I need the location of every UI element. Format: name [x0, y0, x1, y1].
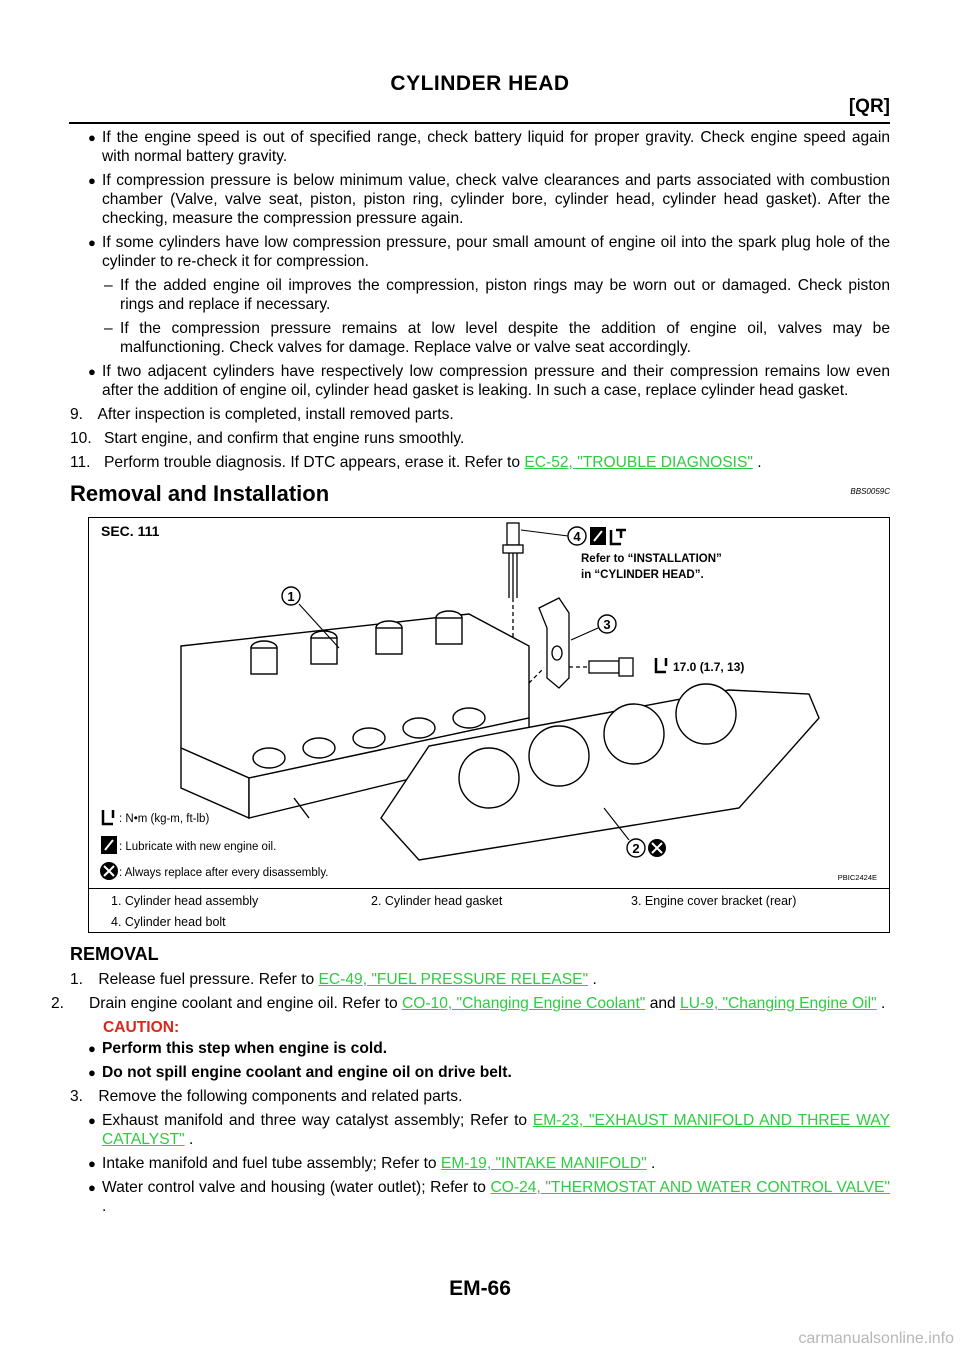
svg-text:2: 2 [632, 841, 639, 856]
svg-text:1: 1 [287, 589, 294, 604]
bullet-icon: ● [88, 1180, 96, 1195]
figure-code: PBIC2424E [838, 873, 877, 882]
dash-icon: – [104, 277, 113, 294]
component-item: ●Intake manifold and fuel tube assembly;… [88, 1155, 656, 1172]
changing-engine-oil-link[interactable]: LU-9, "Changing Engine Oil" [680, 995, 877, 1012]
bullet-icon: ● [88, 1156, 96, 1171]
svg-text:: Always replace after every d: : Always replace after every disassembly… [119, 867, 328, 879]
lubricate-icon [101, 836, 117, 854]
bullet-item: ●If some cylinders have low compression … [88, 234, 890, 270]
header-rule [69, 122, 890, 124]
replace-icon [648, 839, 666, 857]
step-11: 11.Perform trouble diagnosis. If DTC app… [70, 454, 762, 471]
svg-text:: Lubricate with new engine oi: : Lubricate with new engine oil. [119, 841, 276, 853]
callout-1: 1 [281, 586, 340, 649]
bullet-icon: ● [88, 235, 96, 250]
caution-label: CAUTION: [103, 1019, 180, 1036]
intake-manifold-link[interactable]: EM-19, "INTAKE MANIFOLD" [440, 1155, 647, 1172]
torque-spec: 17.0 (1.7, 13) [654, 658, 744, 674]
sec-label: SEC. 111 [101, 523, 160, 539]
svg-text:: N•m (kg-m, ft-lb): : N•m (kg-m, ft-lb) [119, 813, 209, 825]
bullet-icon: ● [88, 1041, 96, 1056]
bullet-icon: ● [88, 364, 96, 379]
replace-icon [100, 862, 118, 880]
bullet-item: ●If the engine speed is out of specified… [88, 129, 890, 165]
step-9: 9. After inspection is completed, instal… [70, 406, 454, 423]
bullet-item: ●If two adjacent cylinders have respecti… [88, 363, 890, 399]
caption-item: 3. Engine cover bracket (rear) [631, 894, 797, 908]
caption-item: 4. Cylinder head bolt [111, 915, 226, 929]
callout-4: 4 Refer to “INSTALLATION” in “CYLINDER H… [520, 526, 722, 581]
figure-captions: 1. Cylinder head assembly 2. Cylinder he… [88, 889, 890, 933]
watermark: carmanualsonline.info [798, 1330, 954, 1347]
main-content: ●If the engine speed is out of specified… [51, 128, 890, 1221]
diagram-svg: SEC. 111 [100, 522, 877, 882]
caution-item: ●Perform this step when engine is cold. [88, 1040, 388, 1057]
cylinder-head-assembly-drawing [180, 610, 530, 820]
trouble-diagnosis-link[interactable]: EC-52, "TROUBLE DIAGNOSIS" [524, 454, 753, 471]
removal-step-3: 3. Remove the following components and r… [70, 1088, 463, 1105]
bullet-icon: ● [88, 173, 96, 188]
svg-text:3: 3 [603, 617, 610, 632]
page-title: CYLINDER HEAD [390, 72, 570, 95]
exhaust-manifold-link[interactable]: EM-23, "EXHAUST MANIFOLD AND THREE WAY C… [102, 1112, 890, 1148]
torque-icon [101, 810, 115, 826]
torque-icon [654, 658, 668, 674]
step-10: 10.Start engine, and confirm that engine… [70, 430, 465, 447]
cylinder-head-gasket-drawing [380, 683, 820, 861]
engine-cover-bracket-drawing [528, 597, 570, 689]
fuel-pressure-release-link[interactable]: EC-49, "FUEL PRESSURE RELEASE" [318, 971, 589, 988]
svg-text:in “CYLINDER HEAD”.: in “CYLINDER HEAD”. [581, 569, 704, 581]
thermostat-link[interactable]: CO-24, "THERMOSTAT AND WATER CONTROL VAL… [490, 1179, 890, 1196]
torque-icon [609, 528, 626, 546]
caption-item: 2. Cylinder head gasket [371, 894, 503, 908]
exploded-diagram: SEC. 111 [88, 517, 890, 889]
svg-text:Refer to “INSTALLATION”: Refer to “INSTALLATION” [581, 553, 722, 565]
caution-item: ●Do not spill engine coolant and engine … [88, 1064, 512, 1081]
component-item: ●Water control valve and housing (water … [88, 1179, 890, 1215]
bullet-icon: ● [88, 1113, 96, 1128]
caption-item: 1. Cylinder head assembly [111, 894, 259, 908]
diagram-legend: : N•m (kg-m, ft-lb) : Lubricate with new… [100, 810, 328, 880]
dash-icon: – [104, 320, 113, 337]
bullet-icon: ● [88, 1065, 96, 1080]
section-code-id: BBS0059C [850, 487, 890, 496]
lubricate-icon [590, 527, 606, 545]
bullet-icon: ● [88, 130, 96, 145]
page-number: EM-66 [449, 1277, 511, 1300]
svg-text:4: 4 [573, 529, 581, 544]
callout-3: 3 [570, 614, 617, 641]
component-item: ●Exhaust manifold and three way catalyst… [88, 1112, 890, 1148]
dash-item: –If the added engine oil improves the co… [104, 277, 890, 313]
callout-2: 2 [603, 807, 666, 858]
removal-step-2: 2.Drain engine coolant and engine oil. R… [51, 995, 886, 1012]
changing-engine-coolant-link[interactable]: CO-10, "Changing Engine Coolant" [401, 995, 646, 1012]
cylinder-head-bolt-drawing [502, 522, 524, 638]
section-code: [QR] [848, 96, 890, 117]
bullet-item: ●If compression pressure is below minimu… [88, 172, 890, 227]
svg-text:17.0 (1.7, 13): 17.0 (1.7, 13) [673, 660, 744, 674]
bracket-bolt-drawing [569, 657, 634, 677]
removal-heading: REMOVAL [70, 944, 159, 964]
removal-step-1: 1. Release fuel pressure. Refer to EC-49… [70, 971, 597, 988]
dash-item: –If the compression pressure remains at … [104, 320, 890, 356]
